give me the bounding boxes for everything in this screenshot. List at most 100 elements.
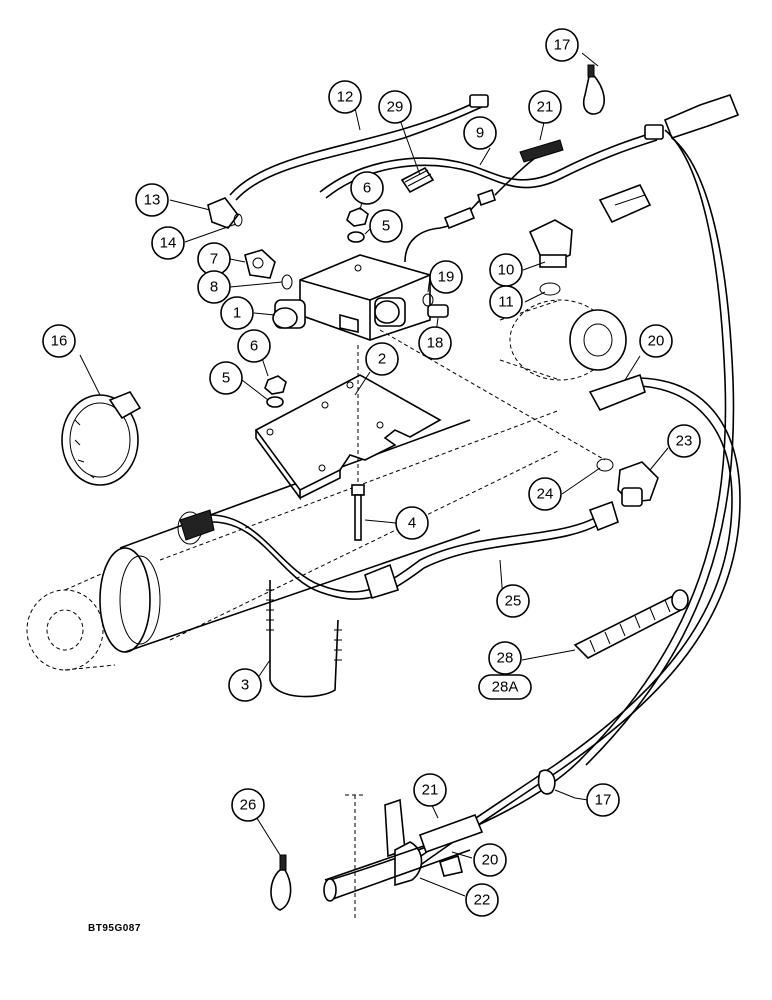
- bracket-and-rod: [323, 794, 484, 920]
- o-ring-8: [281, 274, 293, 290]
- washer-5a: [347, 231, 365, 243]
- callout-11: 11: [489, 285, 523, 319]
- svg-text:29: 29: [387, 99, 404, 116]
- callout-6-top: 6: [350, 171, 384, 205]
- svg-text:8: 8: [210, 279, 218, 296]
- svg-text:18: 18: [427, 335, 444, 352]
- callout-13: 13: [135, 183, 169, 217]
- svg-text:22: 22: [474, 892, 491, 909]
- callout-14: 14: [151, 226, 185, 260]
- svg-text:5: 5: [222, 370, 230, 387]
- callout-20-bottom: 20: [473, 843, 507, 877]
- callout-6-left: 6: [237, 329, 271, 363]
- svg-text:26: 26: [240, 797, 257, 814]
- svg-text:9: 9: [476, 125, 484, 142]
- callout-28a: 28A: [478, 674, 532, 700]
- fitting-18: [427, 304, 449, 318]
- callout-1: 1: [220, 296, 254, 330]
- callout-23: 23: [667, 424, 701, 458]
- svg-text:21: 21: [422, 782, 439, 799]
- figure-code: BT95G087: [88, 923, 141, 934]
- pressure-line-3: [266, 580, 342, 698]
- callout-10: 10: [489, 253, 523, 287]
- svg-text:7: 7: [210, 251, 218, 268]
- callout-17-bottom: 17: [586, 783, 620, 817]
- svg-text:23: 23: [676, 433, 693, 450]
- svg-text:25: 25: [505, 593, 522, 610]
- svg-text:24: 24: [537, 486, 554, 503]
- callout-29: 29: [378, 90, 412, 124]
- callout-21-bottom: 21: [413, 773, 447, 807]
- callout-16: 16: [42, 324, 76, 358]
- cable-strap-26: [270, 854, 292, 911]
- callout-17-top: 17: [545, 28, 579, 62]
- callout-5-top: 5: [369, 209, 403, 243]
- svg-text:19: 19: [438, 269, 455, 286]
- svg-text:2: 2: [378, 351, 386, 368]
- callout-19: 19: [429, 260, 463, 294]
- o-ring-14: [233, 213, 243, 227]
- valve-block: [272, 254, 431, 341]
- svg-text:4: 4: [408, 515, 416, 532]
- hose-long-return: [329, 129, 735, 881]
- hose-25: [209, 500, 619, 600]
- svg-text:21: 21: [537, 99, 554, 116]
- tube-12: [229, 94, 489, 201]
- fitting-elbow-7: [244, 249, 276, 279]
- callout-20-top: 20: [639, 324, 673, 358]
- svg-text:3: 3: [241, 677, 249, 694]
- svg-text:10: 10: [498, 262, 515, 279]
- spring-guard-28: [573, 589, 689, 659]
- svg-text:1: 1: [233, 305, 241, 322]
- svg-text:13: 13: [144, 192, 161, 209]
- svg-text:6: 6: [363, 180, 371, 197]
- nut-6b: [264, 375, 287, 395]
- port-guide-line: [379, 329, 606, 461]
- callout-12: 12: [328, 80, 362, 114]
- callout-3: 3: [228, 668, 262, 702]
- fitting-elbow-13: [207, 197, 240, 229]
- callout-2: 2: [365, 342, 399, 376]
- svg-text:14: 14: [160, 235, 177, 252]
- callout-5-left: 5: [209, 361, 243, 395]
- callout-26: 26: [231, 788, 265, 822]
- spring-guard-29: [400, 166, 435, 194]
- svg-text:17: 17: [554, 37, 571, 54]
- callout-9: 9: [463, 116, 497, 150]
- hose-clamp-16: [61, 391, 142, 486]
- o-ring-24: [596, 458, 614, 472]
- o-ring-11: [539, 282, 561, 296]
- cable-strap-17-top: [582, 64, 605, 115]
- callout-4: 4: [395, 506, 429, 540]
- svg-text:28A: 28A: [492, 679, 519, 696]
- bolt-4: [351, 484, 365, 541]
- svg-text:12: 12: [337, 89, 354, 106]
- callout-8: 8: [197, 270, 231, 304]
- coupler-tip: [598, 94, 740, 224]
- svg-text:16: 16: [51, 333, 68, 350]
- svg-text:17: 17: [595, 792, 612, 809]
- washer-5b: [266, 396, 284, 408]
- hose-20: [394, 373, 741, 881]
- fitting-elbow-10: [528, 219, 573, 268]
- cable-strap-17-bottom: [537, 769, 576, 799]
- harness-wire: [404, 139, 564, 263]
- hydraulic-cylinder: [26, 299, 627, 671]
- svg-text:5: 5: [382, 218, 390, 235]
- callout-28: 28: [488, 641, 522, 675]
- callout-21-top: 21: [528, 90, 562, 124]
- mounting-plate: [254, 374, 442, 501]
- o-ring-19: [422, 293, 434, 307]
- callout-24: 24: [528, 477, 562, 511]
- nut-6a: [346, 207, 369, 227]
- svg-text:20: 20: [482, 852, 499, 869]
- svg-text:28: 28: [497, 650, 514, 667]
- svg-text:6: 6: [250, 338, 258, 355]
- callout-18: 18: [418, 326, 452, 360]
- svg-text:11: 11: [498, 294, 514, 311]
- svg-text:20: 20: [648, 333, 665, 350]
- callout-22: 22: [465, 883, 499, 917]
- fitting-elbow-23: [617, 461, 659, 507]
